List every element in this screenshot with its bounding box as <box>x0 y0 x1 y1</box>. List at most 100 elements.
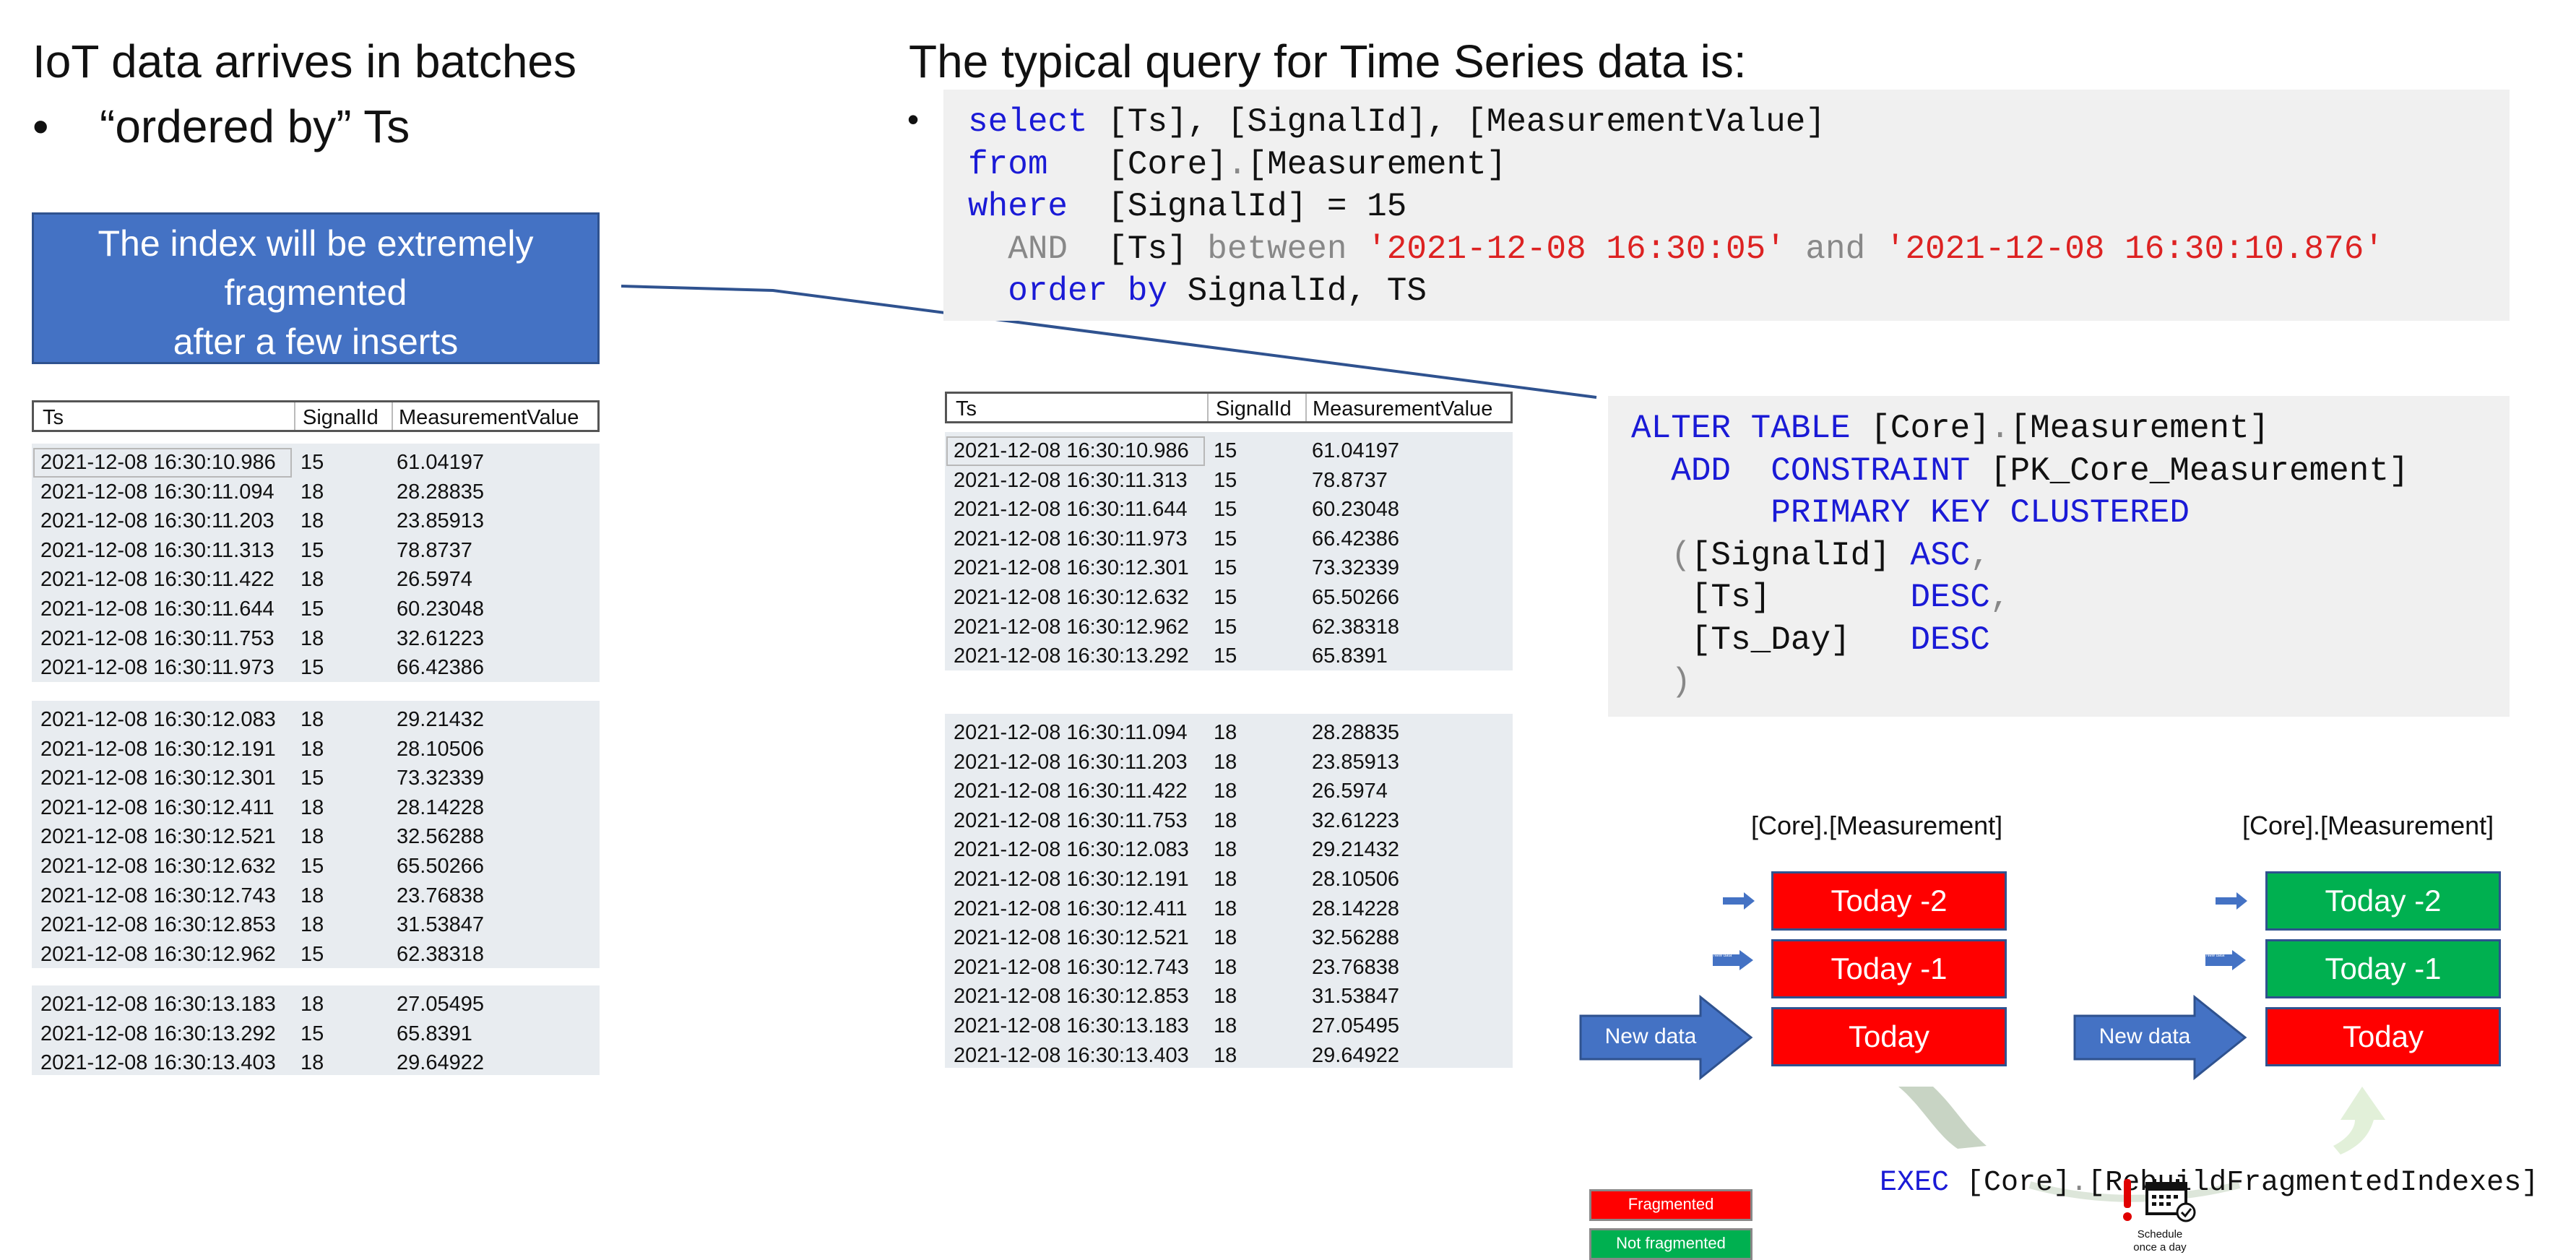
cell-value: 65.50266 <box>1312 586 1399 609</box>
code-token: . <box>1227 145 1248 184</box>
cell-ts: 2021-12-08 16:30:13.183 <box>40 993 276 1016</box>
legend-fragmented: Fragmented <box>1589 1189 1752 1221</box>
cell-signalid: 18 <box>301 884 324 907</box>
table-row[interactable]: 2021-12-08 16:30:12.632 15 65.50266 <box>945 583 1513 613</box>
code-token: PRIMARY KEY CLUSTERED <box>1631 494 2190 532</box>
cell-value: 78.8737 <box>397 538 472 562</box>
cell-signalid: 18 <box>301 1051 324 1075</box>
cell-value: 28.14228 <box>1312 897 1399 920</box>
partition-title-after: [Core].[Measurement] <box>2242 811 2494 840</box>
query-code-box: select [Ts], [SignalId], [MeasurementVal… <box>943 90 2510 321</box>
code-token: , <box>1989 579 2010 616</box>
cell-value: 26.5974 <box>397 568 472 592</box>
cell-ts: 2021-12-08 16:30:11.973 <box>40 656 275 680</box>
cell-signalid: 18 <box>301 480 324 504</box>
col-ts-2: Ts <box>956 397 977 420</box>
cell-ts: 2021-12-08 16:30:12.083 <box>40 708 276 731</box>
partition-after-today-2: Today -2 <box>2265 871 2501 931</box>
right-heading: The typical query for Time Series data i… <box>909 35 1747 87</box>
alter-code-line: ) <box>1631 661 2409 704</box>
schedule-calendar-icon <box>2123 1179 2196 1222</box>
cell-value: 32.61223 <box>1312 808 1399 832</box>
cell-signalid: 15 <box>1214 556 1237 580</box>
schedule-line-2: once a day <box>2133 1241 2187 1253</box>
selected-cell[interactable] <box>33 448 292 478</box>
cell-signalid: 15 <box>1214 468 1237 492</box>
cell-value: 73.32339 <box>1312 556 1399 580</box>
alter-code-line: ADD CONSTRAINT [PK_Core_Measurement] <box>1631 450 2408 493</box>
code-token: from <box>968 145 1108 184</box>
cell-signalid: 15 <box>301 767 324 790</box>
cell-signalid: 18 <box>1214 1043 1237 1067</box>
alter-code-line: [Ts_Day] DESC <box>1631 619 2409 662</box>
cell-value: 29.21432 <box>1312 838 1399 862</box>
cell-value: 27.05495 <box>1312 1014 1399 1037</box>
cell-value: 32.61223 <box>397 626 484 650</box>
query-code-line: order by SignalId, TS <box>968 270 2384 313</box>
cell-signalid: 18 <box>1214 721 1237 744</box>
cell-value: 62.38318 <box>1312 615 1399 639</box>
selected-cell[interactable] <box>946 436 1205 466</box>
alter-code-line: [Ts] DESC, <box>1631 577 2409 619</box>
cell-ts: 2021-12-08 16:30:12.632 <box>954 586 1189 609</box>
cell-value: 28.28835 <box>1312 721 1399 744</box>
partition-title-before: [Core].[Measurement] <box>1751 811 2003 840</box>
table-row[interactable]: 2021-12-08 16:30:11.094 18 28.28835 <box>945 718 1513 748</box>
callout-line-2: fragmented <box>224 272 407 313</box>
code-token: AND <box>968 230 1108 268</box>
small-arrow-icon <box>2205 950 2246 970</box>
cell-signalid: 18 <box>1214 780 1237 803</box>
cell-value: 23.85913 <box>1312 750 1399 774</box>
cell-ts: 2021-12-08 16:30:12.521 <box>954 926 1189 950</box>
cell-ts: 2021-12-08 16:30:11.094 <box>40 480 275 504</box>
cell-ts: 2021-12-08 16:30:12.743 <box>954 955 1189 979</box>
cell-ts: 2021-12-08 16:30:11.094 <box>954 721 1188 744</box>
cell-signalid: 18 <box>301 795 324 819</box>
cell-ts: 2021-12-08 16:30:12.632 <box>40 855 276 878</box>
code-token: [Core] <box>1870 410 1990 447</box>
alter-code-box: ALTER TABLE [Core].[Measurement] ADD CON… <box>1608 396 2510 717</box>
cell-signalid: 18 <box>301 993 324 1016</box>
cell-signalid: 15 <box>1214 586 1237 609</box>
